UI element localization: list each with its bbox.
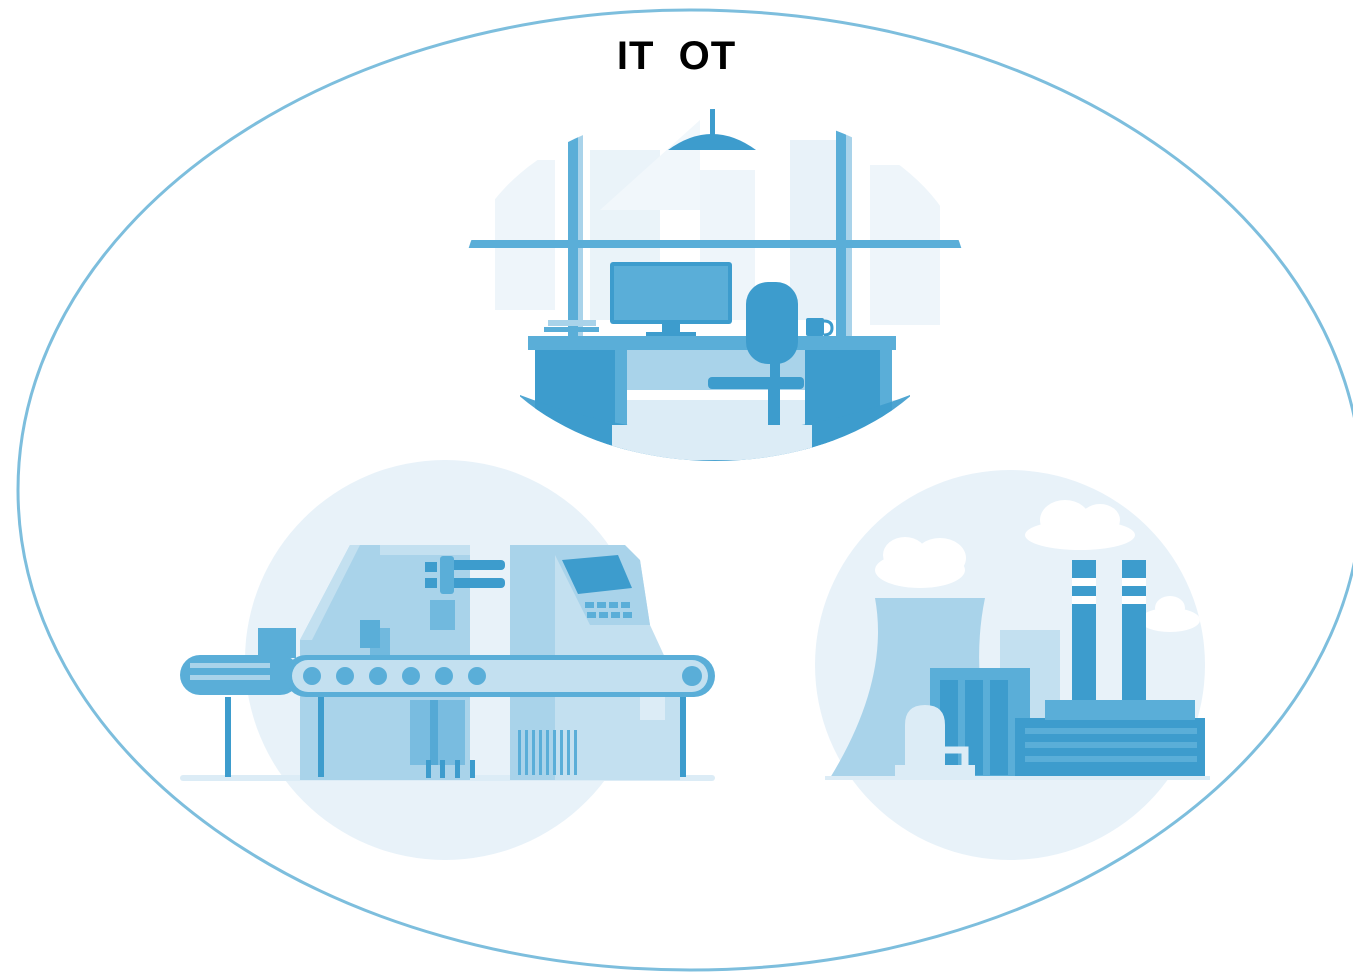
manufacturing-machine-icon: [180, 460, 715, 860]
outer-ellipse: [16, 8, 1353, 972]
office-workspace-icon: [463, 109, 967, 461]
diagram-title: IT OT: [616, 34, 737, 78]
power-plant-icon: [815, 470, 1210, 860]
